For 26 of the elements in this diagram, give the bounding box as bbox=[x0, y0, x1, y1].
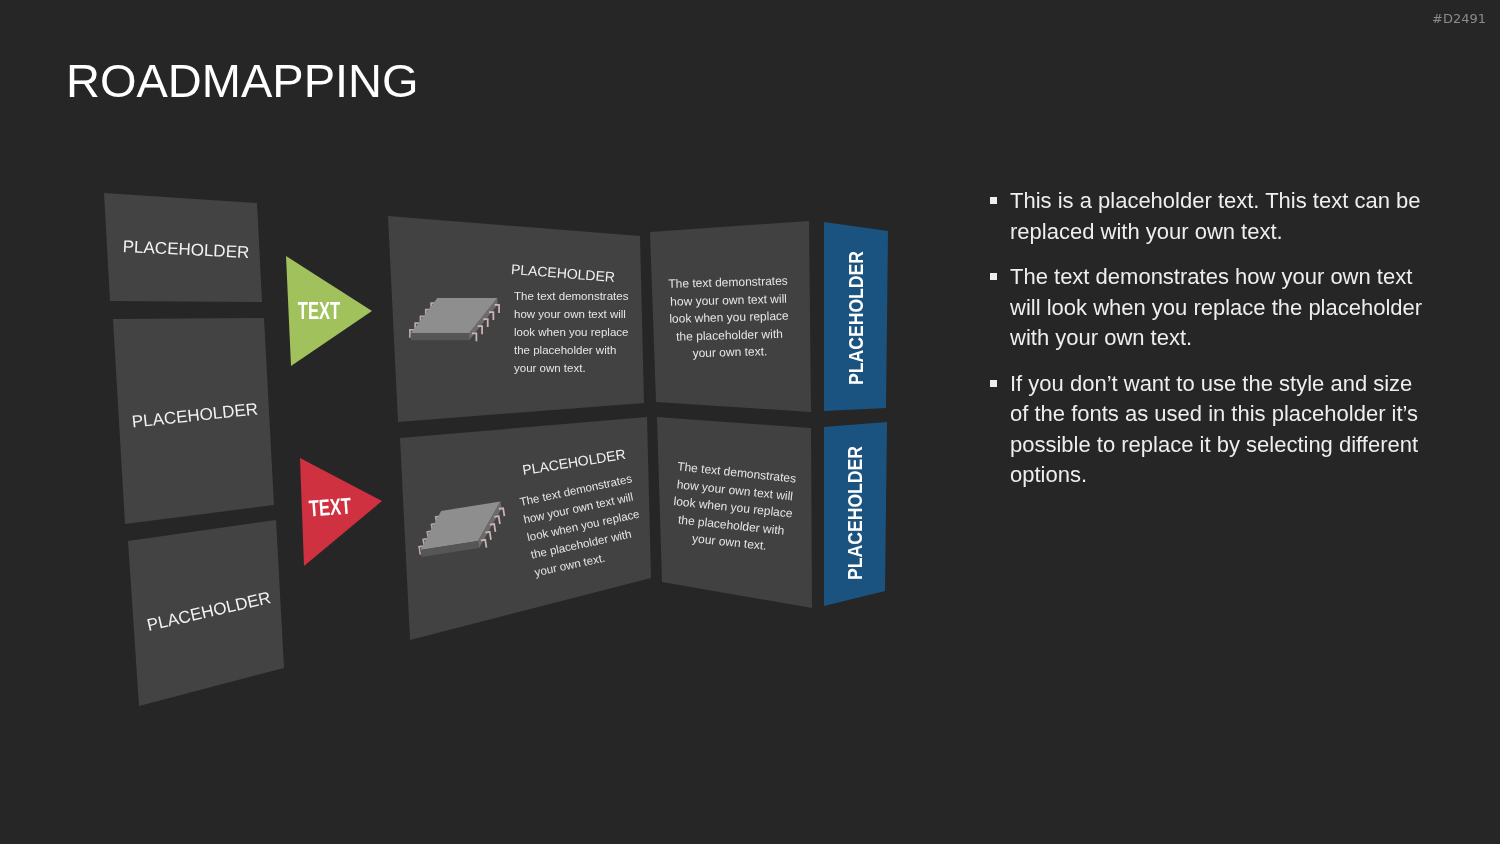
panel-text: The text demonstrates how your own text will look when you replace the placeholder with your own text. bbox=[667, 272, 790, 363]
bullet-text: The text demonstrates how your own text will look when you replace the placeholder with your own text. bbox=[1010, 263, 1424, 352]
panel-label: PLACEHOLDER bbox=[122, 236, 250, 264]
triangle-label: TEXT bbox=[308, 492, 352, 522]
vertical-tab bbox=[824, 222, 888, 411]
vertical-tab bbox=[824, 422, 887, 606]
placeholder-panel bbox=[104, 193, 262, 302]
placeholder-panel bbox=[128, 520, 284, 706]
slide-code: #D2491 bbox=[1432, 10, 1486, 28]
slide-title: ROADMAPPING bbox=[66, 53, 419, 109]
text-panel bbox=[657, 417, 812, 608]
tab-label: PLACEHOLDER bbox=[844, 446, 866, 580]
panel-text: The text demonstrates how your own text will look when you replace the placeholder with your own text. bbox=[514, 289, 630, 376]
placeholder-panel bbox=[113, 318, 274, 524]
content-panel bbox=[388, 216, 644, 422]
arrow-triangle bbox=[286, 256, 372, 366]
triangle-label: TEXT bbox=[297, 298, 341, 324]
panel-text: The text demonstrates how your own text will look when you replace the placeholder with your own text. bbox=[671, 458, 798, 555]
panel-heading: PLACEHOLDER bbox=[510, 259, 616, 287]
panel-label: PLACEHOLDER bbox=[131, 399, 259, 433]
tab-label: PLACEHOLDER bbox=[845, 251, 867, 385]
arrow-triangle bbox=[300, 458, 382, 566]
bullet-text: If you don’t want to use the style and size of the fonts as used in this placeholder it’s possible to replace it by selecting different options. bbox=[1010, 369, 1420, 489]
content-panel bbox=[400, 417, 651, 640]
text-panel bbox=[650, 221, 811, 412]
bullet-text: This is a placeholder text. This text can be replaced with your own text. bbox=[1010, 187, 1422, 246]
